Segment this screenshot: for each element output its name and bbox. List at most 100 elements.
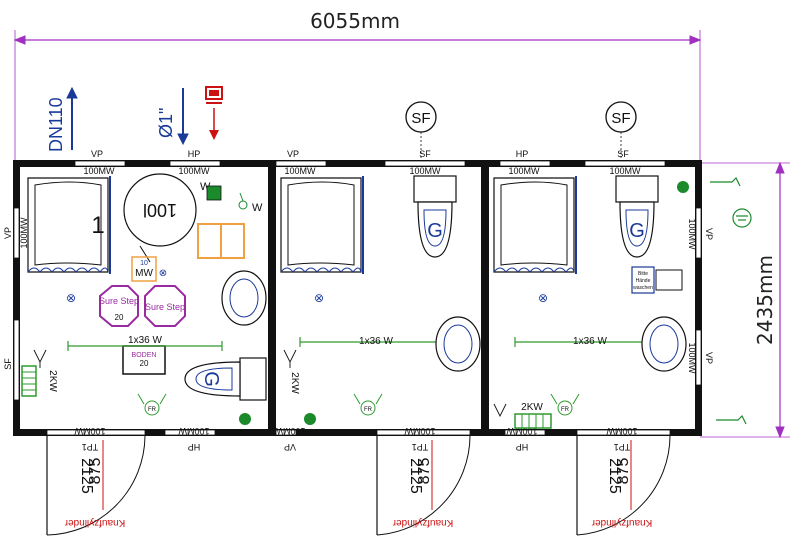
light-1-label: 1x36 W [128, 335, 162, 346]
depth-dimension [700, 161, 790, 439]
top-hp-3: HP [516, 149, 529, 159]
door-2-width: 875 [416, 458, 433, 485]
w-label-a: W [200, 181, 211, 193]
fr-3: FR [561, 407, 570, 413]
room-1-number: 1 [91, 212, 104, 239]
bottom-hp-3-size: 100MW [506, 426, 538, 436]
earth-icon [732, 208, 752, 228]
drain-label: DN110 [46, 97, 66, 152]
right-vp-top: VP [704, 228, 714, 240]
bottom-hp-1: HP [188, 442, 201, 452]
toilet-icon [615, 175, 659, 258]
sign-line-1: Bitte [638, 271, 648, 277]
sure-step-hexagon-1 [99, 285, 139, 327]
microwave-icon [131, 256, 157, 282]
sure-step-1-label: Sure Step [99, 296, 139, 306]
mw-plug-icon: ⊗ [159, 268, 167, 279]
door-2 [376, 435, 471, 536]
bottom-wall-labels: 100MW TP1 100MW HP 100MW VP 100MW TP1 10… [74, 426, 638, 452]
heater-1-label: 2KW [47, 370, 58, 392]
right-vp-bottom-size: 100MW [687, 342, 697, 374]
bottom-hp-3: HP [516, 442, 529, 452]
left-vp: VP [3, 227, 13, 239]
light-fixture-1 [67, 341, 223, 351]
top-hp-3-size: 100MW [508, 166, 540, 176]
fan-icon [353, 393, 383, 416]
fan-icon [137, 393, 167, 416]
right-vp-bottom: VP [704, 352, 714, 364]
power-supply-icon [205, 86, 223, 140]
sink-icon [221, 270, 267, 326]
boden-label: BODEN [132, 352, 157, 359]
sink-icon [641, 316, 687, 372]
toilet-1-label: G [200, 371, 222, 387]
bottom-door-openings [46, 429, 671, 436]
boiler-label: 100l [143, 200, 177, 220]
bottom-tp1-1-size: 100MW [74, 426, 106, 436]
valve-icon [206, 185, 222, 201]
light-3-label: 1x36 W [573, 336, 607, 347]
top-windows [74, 160, 666, 167]
toilet-2-label: G [427, 220, 443, 242]
bottom-hp-1-size: 100MW [178, 426, 210, 436]
depth-dimension-label: 2435mm [753, 255, 777, 345]
door-1-width: 875 [87, 458, 104, 485]
bottom-tp1-2: TP1 [412, 442, 429, 452]
top-vp-1: VP [91, 149, 103, 159]
boden-num: 20 [140, 359, 149, 368]
door-3-height: 2125 [606, 458, 623, 494]
bottom-tp1-1: TP1 [82, 442, 99, 452]
water-inlet-label: Ø1" [156, 108, 176, 138]
heater-icon [21, 365, 37, 397]
floor-drain-icon: ⊗ [66, 291, 76, 305]
mixer-tap-icon [238, 192, 248, 210]
sure-step-2-label: Sure Step [145, 302, 185, 312]
mw-small: 10 [140, 260, 148, 267]
sink-icon [435, 316, 481, 372]
side-openings [13, 207, 702, 401]
bottom-tp1-3: TP1 [614, 442, 631, 452]
heater-icon [514, 413, 552, 429]
light-2-label: 1x36 W [359, 336, 393, 347]
bottom-vp-2: VP [284, 442, 296, 452]
sign-line-3: waschen [633, 285, 653, 291]
door-2-lock: Knaufzylinder [392, 517, 453, 528]
table-icon [197, 223, 245, 259]
cabinet [280, 176, 364, 274]
top-vp-2: VP [287, 149, 299, 159]
cabinet [493, 176, 577, 274]
bottom-tp1-3-size: 100MW [606, 426, 638, 436]
outlet-icons [239, 181, 689, 425]
width-dimension-label: 6055mm [310, 9, 400, 33]
fr-1: FR [148, 407, 157, 413]
floor-drain-icon: ⊗ [538, 291, 548, 305]
right-vp-top-size: 100MW [687, 218, 697, 250]
left-vp-size: 100MW [19, 217, 29, 249]
water-inlet-arrow-icon [177, 88, 189, 146]
top-vp-2-size: 100MW [284, 166, 316, 176]
bottom-tp1-2-size: 100MW [404, 426, 436, 436]
container-walls [13, 160, 702, 436]
toilet-icon [184, 357, 267, 401]
sf-circle-icon [405, 101, 437, 160]
hand-wash-sign [631, 266, 683, 294]
door-1 [46, 435, 146, 536]
boden-sign [122, 345, 166, 375]
cabinet [27, 176, 111, 274]
fan-icon [550, 393, 580, 416]
drain-arrow-icon [66, 86, 78, 150]
top-sf-2-size: 100MW [409, 166, 441, 176]
left-sf: SF [3, 358, 13, 370]
power-entry-icon [710, 176, 747, 425]
top-hp-1: HP [188, 149, 201, 159]
toilet-3-label: G [629, 220, 645, 242]
bottom-vp-2-size: 100MW [274, 426, 306, 436]
top-hp-1-size: 100MW [178, 166, 210, 176]
mw-label: MW [135, 268, 153, 279]
door-2-height: 2125 [407, 458, 424, 494]
top-sf-3-size: 100MW [609, 166, 641, 176]
switch-icons [33, 349, 507, 418]
boiler-icon [123, 173, 197, 263]
w-label-b: W [252, 202, 263, 214]
